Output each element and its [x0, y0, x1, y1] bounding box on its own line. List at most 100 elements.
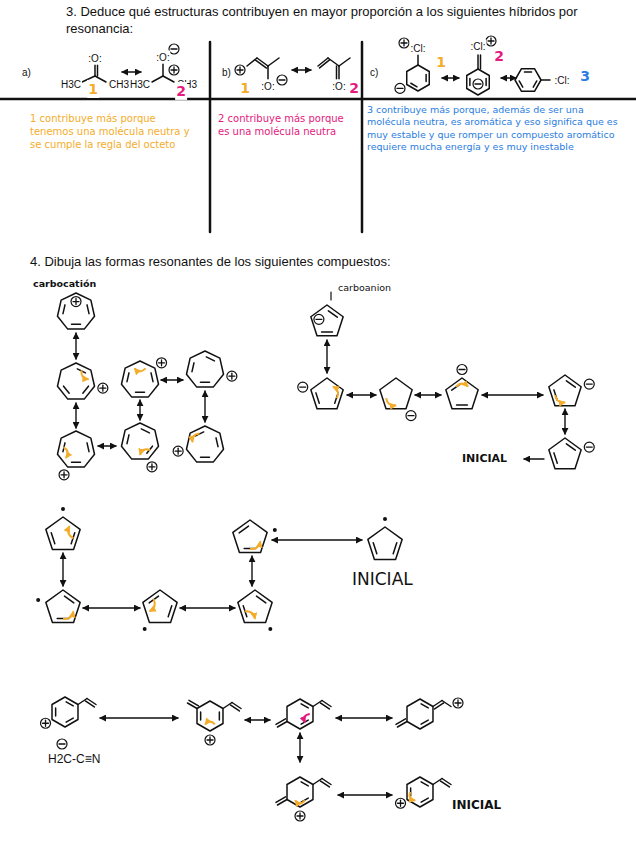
resonance-arrow — [83, 607, 140, 608]
resonance-arrow — [245, 719, 270, 720]
double-bond-line — [393, 543, 397, 554]
double-bond-line — [151, 373, 153, 382]
double-bond-line — [219, 712, 221, 720]
atom-label: :O: — [260, 80, 275, 93]
ring-skeleton — [467, 69, 490, 95]
ring-skeleton — [407, 65, 430, 91]
curved-arrow — [386, 398, 396, 405]
charge-symbol — [584, 379, 594, 389]
ring-skeleton — [368, 527, 402, 560]
double-bond-line — [421, 704, 428, 708]
curved-arrow — [81, 370, 88, 379]
curved-arrow — [456, 384, 468, 387]
double-bond-line — [135, 392, 144, 394]
double-bond-line — [524, 71, 531, 73]
double-bond-line — [469, 78, 471, 85]
charge-symbol — [399, 38, 409, 48]
double-bond-line — [320, 60, 330, 68]
table-rule — [209, 42, 212, 232]
curved-arrow — [555, 395, 565, 402]
ring-skeleton — [186, 426, 223, 462]
charge-symbol — [173, 446, 183, 456]
callout-number: 1 — [87, 80, 99, 98]
double-bond-line — [71, 324, 80, 326]
charge-symbol — [406, 411, 416, 421]
double-bond-line — [425, 74, 427, 81]
double-bond-line — [206, 357, 214, 361]
resonance-arrow — [336, 717, 392, 718]
double-bond-line — [200, 712, 202, 720]
charge-symbol — [486, 36, 496, 46]
ring-skeleton — [311, 305, 343, 336]
double-bond-line — [328, 311, 337, 317]
resonance-arrow — [564, 409, 565, 434]
resonance-arrow — [98, 445, 116, 446]
charge-sign — [300, 386, 306, 387]
ring-skeleton — [121, 423, 158, 459]
double-bond-line — [336, 66, 338, 79]
double-bond-line — [457, 404, 468, 406]
double-bond-line — [66, 702, 73, 706]
resonance-arrow — [139, 400, 140, 420]
charge-sign — [316, 319, 322, 320]
double-bond-line — [276, 719, 286, 725]
charge-sign — [75, 299, 76, 305]
resonance-arrow — [415, 394, 441, 395]
bond-line — [94, 65, 96, 76]
charge-sign — [475, 83, 481, 84]
charge-sign — [45, 720, 46, 726]
question-text: 4. Dibuja las formas resonantes de los s… — [30, 254, 391, 271]
handwritten-note: carbocatión — [33, 278, 96, 290]
charge-symbol — [584, 442, 594, 452]
double-bond-line — [127, 373, 129, 382]
charge-symbol — [396, 798, 406, 808]
atom-label: H3C — [129, 78, 151, 91]
double-bond-line — [435, 703, 444, 709]
charge-sign — [63, 472, 64, 478]
charge-symbol — [147, 462, 157, 472]
charge-sign — [403, 40, 404, 46]
atom-label: :O: — [87, 52, 102, 65]
radical-dot — [273, 528, 277, 532]
double-bond-line — [301, 782, 308, 786]
ring-skeleton — [287, 777, 313, 807]
charge-sign — [490, 38, 491, 44]
charge-symbol — [314, 314, 324, 324]
charge-symbol — [71, 297, 81, 307]
ring-skeleton — [238, 590, 272, 623]
charge-sign — [457, 700, 458, 706]
charge-symbol — [41, 718, 51, 728]
double-bond-line — [66, 718, 73, 722]
resonance-arrow — [442, 77, 459, 78]
double-bond-line — [519, 81, 523, 87]
charge-symbol — [295, 811, 305, 821]
callout-number: 2 — [493, 47, 505, 65]
double-bond-line — [480, 55, 482, 69]
resonance-arrow — [292, 69, 311, 70]
charge-symbol — [277, 75, 287, 85]
resonance-arrow — [204, 391, 205, 422]
resonance-arrow — [501, 77, 516, 78]
charge-symbol — [298, 382, 308, 392]
double-bond-line — [141, 429, 149, 433]
ring-skeleton — [287, 699, 313, 729]
curved-arrow — [134, 368, 145, 371]
charge-sign — [161, 360, 162, 366]
double-bond-line — [200, 382, 209, 384]
resonance-arrow — [100, 717, 178, 718]
charge-sign — [408, 415, 414, 416]
item-letter: b) — [222, 66, 231, 79]
double-bond-line — [189, 700, 199, 706]
charge-sign — [459, 369, 465, 370]
curved-arrow — [63, 611, 73, 619]
double-bond-line — [566, 381, 575, 387]
ring-skeleton — [186, 351, 223, 387]
callout-number: 2 — [175, 82, 187, 100]
bond-line — [477, 55, 479, 69]
handwritten-note: INICIAL — [452, 798, 501, 814]
handwritten-note: INICIAL — [462, 452, 507, 466]
charge-sign — [397, 88, 403, 89]
resonance-arrow — [122, 71, 141, 72]
double-bond-line — [256, 596, 265, 603]
double-bond-line — [200, 457, 209, 459]
